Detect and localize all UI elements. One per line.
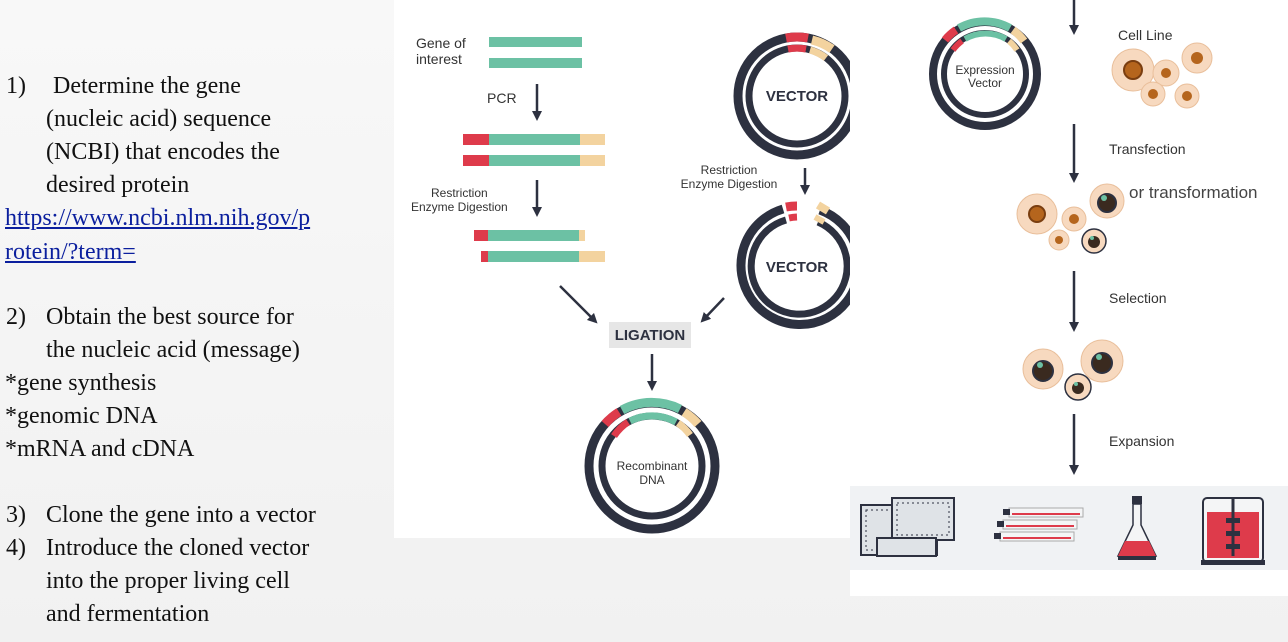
step2-line: Obtain the best source for: [46, 304, 294, 330]
ligation-arrow-left: [559, 285, 598, 324]
step3-number: 3): [6, 502, 26, 528]
step1-line: (NCBI) that encodes the: [46, 139, 280, 165]
steps-text: 1) Determine the gene (nucleic acid) seq…: [0, 0, 392, 642]
cut-vector-label: VECTOR: [766, 259, 828, 276]
expression-diagram-panel: Expression Vector Cell Line Transfection…: [850, 0, 1288, 596]
transfection-label: Transfection: [1109, 141, 1186, 157]
restriction-label-left: Restriction: [431, 186, 488, 200]
selected-cells: [1022, 339, 1124, 401]
recombinant-dna-plasmid: [584, 397, 720, 534]
restriction-label-left: Enzyme Digestion: [411, 200, 508, 214]
cell-line-cells: [1111, 42, 1213, 109]
restriction-label-right: Enzyme Digestion: [681, 177, 778, 191]
transfected-cells: [1016, 183, 1125, 254]
gene-of-interest-label: Gene of: [416, 35, 466, 51]
step4-number: 4): [6, 535, 26, 561]
step4-line: into the proper living cell: [46, 568, 290, 594]
source-item: *mRNA and cDNA: [5, 436, 195, 462]
step1-line: (nucleic acid) sequence: [46, 106, 272, 132]
ligation-label: LIGATION: [615, 327, 686, 344]
source-item: *gene synthesis: [5, 370, 157, 396]
step4-line: and fermentation: [46, 601, 210, 627]
digested-gene-fragment: [474, 230, 605, 262]
bioreactor-icon: [1201, 497, 1265, 565]
selection-label: Selection: [1109, 290, 1167, 306]
restriction-label-right: Restriction: [701, 163, 758, 177]
step4-line: Introduce the cloned vector: [46, 535, 310, 561]
gene-of-interest-label: interest: [416, 51, 462, 67]
culture-flasks-icon: [994, 507, 1084, 542]
cloning-diagram: Gene of interest PCR Restriction Enzyme …: [411, 32, 864, 534]
expression-vector-label: Expression: [955, 63, 1014, 77]
step1-line: desired protein: [46, 172, 190, 198]
well-plates-icon: [860, 497, 955, 557]
or-transformation-label: or transformation: [1129, 183, 1258, 202]
ligation-arrow-right: [700, 297, 725, 323]
gene-strand: [489, 37, 582, 47]
expression-diagram: Expression Vector Cell Line Transfection…: [850, 0, 1288, 570]
step2-number: 2): [6, 304, 26, 330]
expression-vector-label: Vector: [968, 76, 1002, 90]
recombinant-dna-label: DNA: [639, 473, 664, 487]
shake-flask-icon: [1116, 496, 1158, 560]
step2-line: the nucleic acid (message): [46, 337, 300, 363]
step1-number: 1): [6, 73, 26, 99]
vector-label: VECTOR: [766, 88, 828, 105]
step3-text: Clone the gene into a vector: [46, 502, 316, 528]
gene-strand: [489, 58, 582, 68]
ligation-box: [609, 322, 691, 348]
pcr-product: [463, 134, 605, 166]
expansion-label: Expansion: [1109, 433, 1174, 449]
step1-line: Determine the gene: [53, 73, 241, 99]
cell-line-label: Cell Line: [1118, 27, 1173, 43]
cloning-diagram-panel: Gene of interest PCR Restriction Enzyme …: [394, 0, 864, 538]
ncbi-link-continued[interactable]: rotein/?term=: [5, 239, 136, 265]
expression-vector-plasmid: [929, 17, 1041, 130]
recombinant-dna-label: Recombinant: [617, 459, 688, 473]
pcr-label: PCR: [487, 90, 517, 106]
ncbi-link[interactable]: https://www.ncbi.nlm.nih.gov/p: [5, 205, 311, 231]
source-item: *genomic DNA: [5, 403, 158, 429]
